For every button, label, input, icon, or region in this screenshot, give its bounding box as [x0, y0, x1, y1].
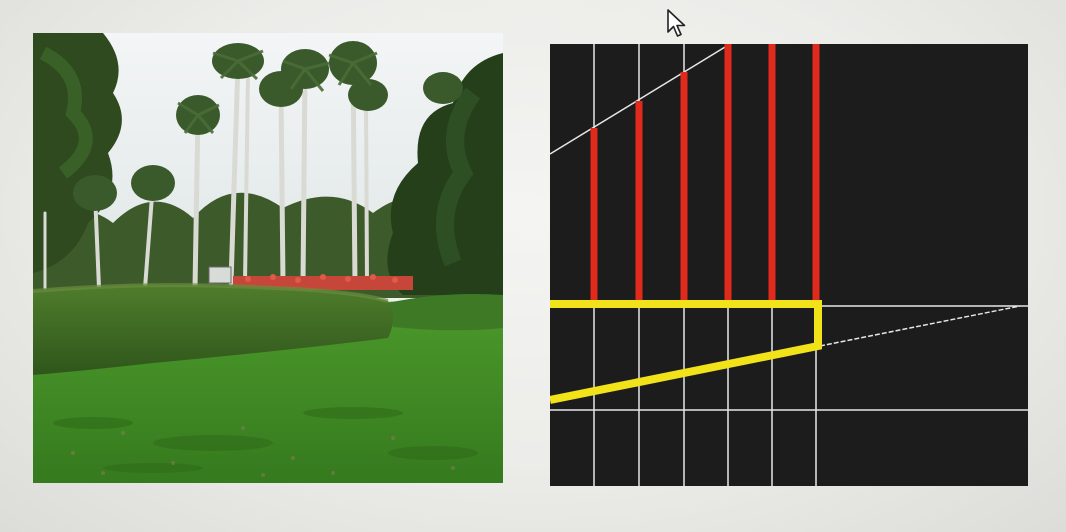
hedge	[33, 285, 393, 375]
horizontal-grid-lines	[550, 305, 1028, 411]
red-vertical-markers	[590, 44, 820, 300]
yellow-ground-outline	[550, 300, 822, 404]
garden-sign	[208, 266, 232, 284]
garden-photo	[33, 33, 503, 483]
top-diagonal	[550, 44, 731, 155]
vertical-grid-lines	[593, 44, 817, 486]
mouse-pointer-icon	[666, 8, 690, 40]
right-tree	[387, 53, 503, 295]
perspective-diagram	[550, 44, 1028, 486]
right-hedge	[388, 294, 503, 331]
right-diagonal	[819, 305, 1021, 347]
